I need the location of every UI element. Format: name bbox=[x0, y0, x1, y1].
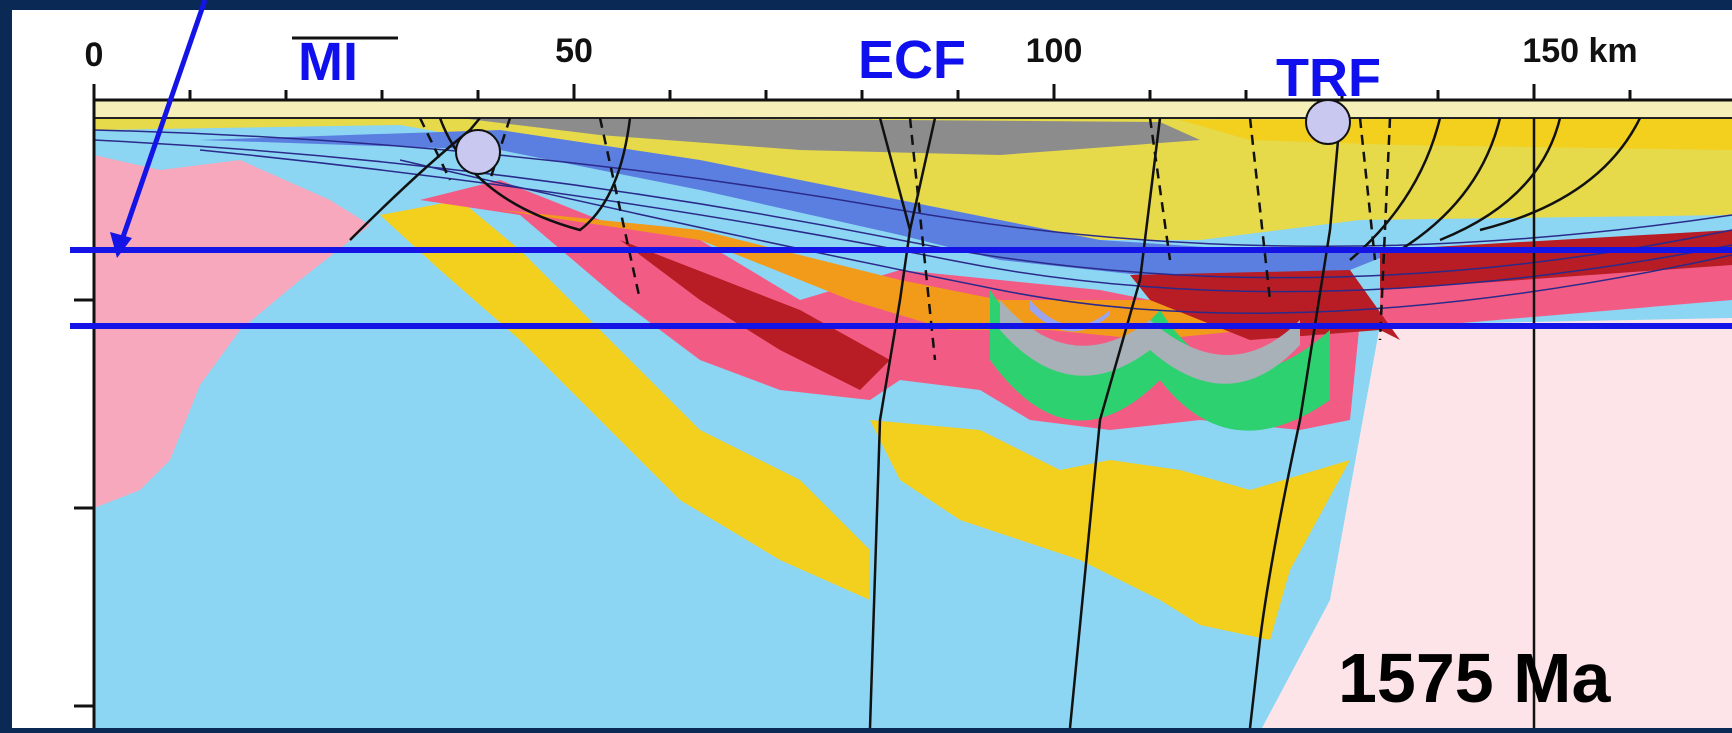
age-label: 1575 Ma bbox=[1338, 639, 1611, 717]
fault-label-trf: TRF bbox=[1276, 48, 1381, 108]
upper-sediments bbox=[94, 115, 1732, 240]
grey-syncline bbox=[1000, 300, 1300, 384]
grey-top-layer bbox=[460, 118, 1200, 155]
depth-axis-ticks bbox=[74, 298, 94, 708]
eastern-block bbox=[1262, 318, 1732, 728]
red-layer-east bbox=[1130, 270, 1400, 340]
western-granite bbox=[94, 155, 370, 508]
depth-tick-30: 30 bbox=[26, 689, 62, 725]
layer-lines bbox=[93, 129, 1732, 314]
green-syncline bbox=[990, 290, 1330, 431]
fault-label-mi: MI bbox=[298, 32, 358, 92]
fault-marker-mi bbox=[455, 129, 501, 175]
sandstone-lower bbox=[870, 420, 1350, 640]
red-layer bbox=[620, 240, 890, 390]
annotation-arrowhead bbox=[110, 232, 132, 258]
fault-label-ecf: ECF bbox=[858, 30, 966, 90]
depth-tick-10: 10 bbox=[26, 283, 62, 319]
blue-layer bbox=[200, 130, 1400, 280]
sandstone-wedge bbox=[380, 200, 870, 600]
depth-tick-20: 20 bbox=[26, 491, 62, 527]
surface-strip bbox=[94, 100, 1732, 118]
distance-axis-ticks bbox=[92, 84, 1632, 100]
distance-tick-100: 100 bbox=[1026, 32, 1083, 70]
distance-tick-0: 0 bbox=[85, 36, 104, 74]
fault-marker-trf bbox=[1305, 99, 1351, 145]
distance-tick-50: 50 bbox=[555, 32, 593, 70]
distance-tick-150: 150 km bbox=[1522, 32, 1637, 70]
annotation-arrow-shaft bbox=[119, 0, 208, 241]
faults bbox=[349, 117, 1642, 729]
orange-layer bbox=[500, 210, 1300, 340]
dashed-faults bbox=[418, 117, 1392, 361]
